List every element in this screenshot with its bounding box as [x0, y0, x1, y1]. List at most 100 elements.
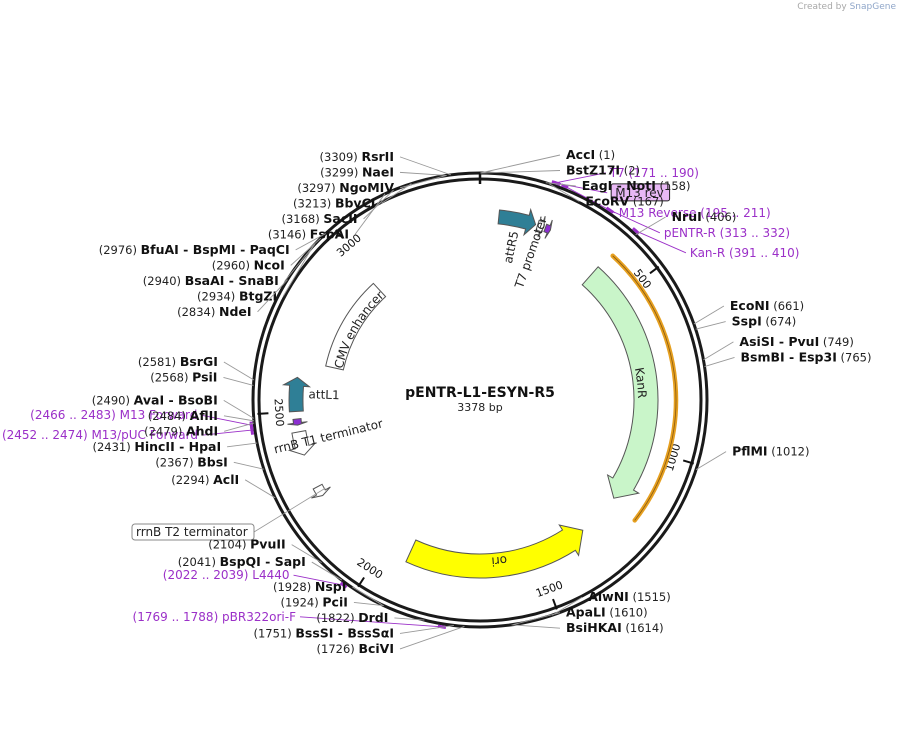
feature-cmv-enhancer[interactable]: CMV enhancer: [325, 282, 387, 371]
feature-shape: [287, 417, 308, 426]
site-pcii[interactable]: (1924) PciI: [280, 594, 384, 609]
site-hincii-hpai[interactable]: (2431) HincII - HpaI: [92, 439, 258, 454]
site-bsmbi-esp3i[interactable]: BsmBI - Esp3I (765): [704, 349, 872, 367]
site-sacii[interactable]: (3168) SacII: [282, 189, 394, 226]
feature-ori[interactable]: ori: [405, 524, 584, 579]
site-bbvci[interactable]: (3213) BbvCI: [293, 183, 412, 211]
enzyme-name: AflII: [190, 408, 218, 423]
primer-mark: [339, 581, 348, 589]
site-coordinate: (2294): [171, 473, 213, 487]
feature-rrnb-t2-terminator[interactable]: rrnB T2 terminator: [131, 483, 331, 541]
site-pflmi[interactable]: PflMI (1012): [695, 444, 810, 470]
feature-shape: [287, 430, 317, 456]
site-label: (2484) AflII: [148, 408, 218, 423]
primer-m13-puc-forward[interactable]: (2452 .. 2474) M13/pUC Forward: [2, 425, 255, 442]
site-naei[interactable]: (3299) NaeI: [320, 164, 447, 179]
site-pvuii[interactable]: (2104) PvuII: [208, 537, 322, 564]
site-nrui[interactable]: NruI (406): [635, 209, 737, 236]
site-leader: [284, 243, 316, 282]
site-label: (2104) PvuII: [208, 537, 285, 552]
site-coordinate: (3299): [320, 165, 362, 179]
site-acli[interactable]: (2294) AclI: [171, 472, 276, 499]
enzyme-name: NcoI: [254, 257, 285, 272]
site-label: EagI - NotI (158): [582, 178, 691, 193]
feature-attr5[interactable]: attR5: [497, 207, 537, 265]
site-coordinate: (1): [595, 148, 615, 162]
feature-rrnb-t1-terminator[interactable]: rrnB T1 terminator: [272, 416, 384, 456]
site-leader: [551, 596, 583, 616]
enzyme-name: PciI: [322, 594, 348, 609]
site-ncoi[interactable]: (2960) NcoI: [212, 237, 322, 272]
site-sspi[interactable]: SspI (674): [695, 314, 797, 330]
primer-leader: [201, 429, 253, 436]
feature-attl1[interactable]: attL1: [281, 376, 340, 413]
site-asisi-pvui[interactable]: AsiSI - PvuI (749): [703, 334, 854, 361]
feature-m13-rev[interactable]: [543, 219, 553, 239]
primer-label: (2452 .. 2474) M13/pUC Forward: [2, 428, 198, 442]
site-label: (3299) NaeI: [320, 164, 394, 179]
site-label: (2367) BbsI: [155, 454, 227, 469]
site-nspi[interactable]: (1928) NspI: [273, 579, 383, 606]
site-bsrgi[interactable]: (2581) BsrGI: [138, 354, 255, 381]
site-psii[interactable]: (2568) PsiI: [150, 369, 254, 386]
primer-m13-rev[interactable]: M13 rev: [553, 180, 671, 202]
site-bspqi-sapi[interactable]: (2041) BspQI - SapI: [178, 554, 343, 581]
site-econi[interactable]: EcoNI (661): [693, 298, 805, 325]
site-apali[interactable]: ApaLI (1610): [513, 605, 648, 625]
site-coordinate: (1924): [280, 595, 322, 609]
primer-pentr-r[interactable]: pENTR-R (313 .. 332): [605, 206, 791, 240]
site-ndei[interactable]: (2834) NdeI: [177, 279, 288, 319]
primer-m13-forward[interactable]: (2466 .. 2483) M13 Forward: [30, 408, 254, 429]
primer-kan-r[interactable]: Kan-R (391 .. 410): [631, 227, 800, 260]
enzyme-name: PvuII: [250, 537, 286, 552]
feature-kanr[interactable]: KanR: [581, 266, 659, 499]
site-label: NruI (406): [672, 209, 737, 224]
site-coordinate: (2104): [208, 538, 250, 552]
enzyme-name: NruI: [672, 209, 702, 224]
site-leader: [704, 356, 735, 367]
enzyme-name: BsmBI - Esp3I: [741, 349, 837, 364]
site-eagi-noti[interactable]: EagI - NotI (158): [545, 178, 691, 193]
site-leader: [381, 183, 412, 204]
site-coordinate: (2): [620, 164, 640, 178]
site-coordinate: (406): [702, 210, 737, 224]
site-coordinate: (749): [819, 335, 854, 349]
site-coordinate: (1928): [273, 580, 315, 594]
site-label: (2834) NdeI: [177, 304, 251, 319]
tick-mark: [357, 576, 365, 588]
site-btgzi[interactable]: (2934) BtgZI: [197, 245, 314, 303]
site-ngomiv[interactable]: (3297) NgoMIV: [297, 175, 447, 195]
site-coordinate: (661): [770, 299, 805, 313]
site-ahdi[interactable]: (2479) AhdI: [144, 422, 255, 438]
feature-label: attL1: [308, 387, 340, 402]
enzyme-name: PflMI: [732, 444, 768, 459]
site-rsrii[interactable]: (3309) RsrII: [320, 149, 452, 176]
site-label: (3213) BbvCI: [293, 195, 375, 210]
site-aflii[interactable]: (2484) AflII: [148, 408, 255, 423]
site-bcivi[interactable]: (1726) BciVI: [317, 626, 465, 656]
feature-m13-fwd[interactable]: [287, 417, 308, 426]
site-bsssi-bsss-i[interactable]: (1751) BssSI - BssSαI: [253, 625, 454, 640]
feature-shape: [543, 219, 553, 239]
site-coordinate: (2041): [178, 555, 220, 569]
site-acci[interactable]: AccI (1): [480, 147, 615, 174]
site-fspai[interactable]: (3146) FspAI: [268, 193, 386, 242]
site-bsaai-snabi[interactable]: (2940) BsaAI - SnaBI: [143, 243, 316, 288]
site-avai-bsobi[interactable]: (2490) AvaI - BsoBI: [92, 392, 254, 419]
site-label: (2960) NcoI: [212, 257, 285, 272]
site-bfuai-bspmi-paqci[interactable]: (2976) BfuAI - BspMI - PaqCI: [99, 233, 326, 257]
primer-l4440[interactable]: (2022 .. 2039) L4440: [163, 568, 348, 589]
site-bsihkai[interactable]: BsiHKAI (1614): [511, 620, 664, 635]
site-bstz17i[interactable]: BstZ17I (2): [480, 163, 640, 178]
site-label: (2568) PsiI: [150, 369, 217, 384]
site-ecorv[interactable]: EcoRV (167): [549, 183, 664, 209]
primer-pbr322ori-f[interactable]: (1769 .. 1788) pBR322ori-F: [133, 610, 447, 629]
enzyme-name: EagI - NotI: [582, 178, 656, 193]
tick-mark: [682, 459, 695, 465]
site-drdi[interactable]: (1822) DrdI: [316, 610, 425, 625]
feature-label-text: ori: [491, 553, 508, 569]
enzyme-name: BtgZI: [239, 288, 277, 303]
site-bbsi[interactable]: (2367) BbsI: [155, 454, 264, 470]
site-label: (1751) BssSI - BssSαI: [253, 625, 394, 640]
site-alwni[interactable]: AlwNI (1515): [551, 589, 671, 616]
